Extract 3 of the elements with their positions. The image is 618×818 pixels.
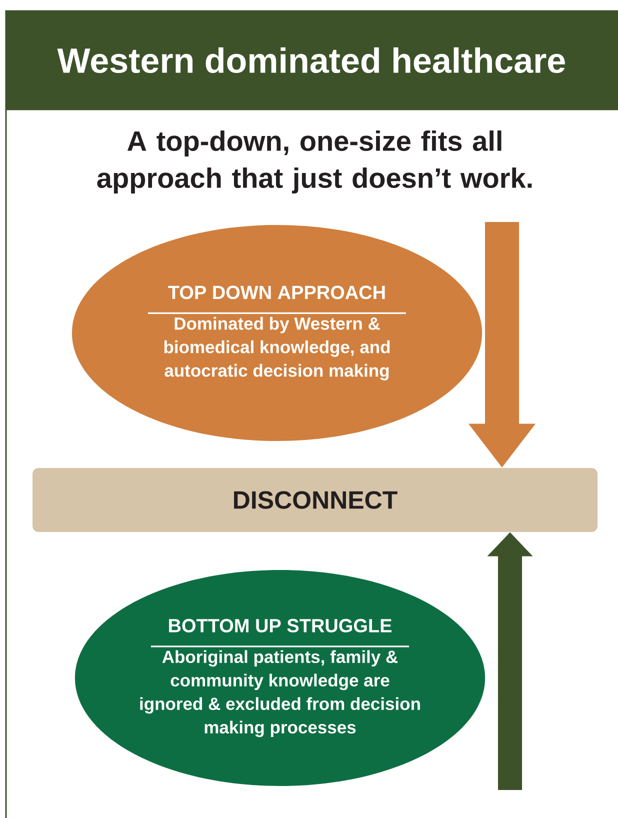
disconnect-band: DISCONNECT xyxy=(32,468,598,532)
subtitle: A top-down, one-size fits all approach that just doesn’t work. xyxy=(97,130,532,194)
title-banner: Western dominated healthcare xyxy=(5,10,618,110)
